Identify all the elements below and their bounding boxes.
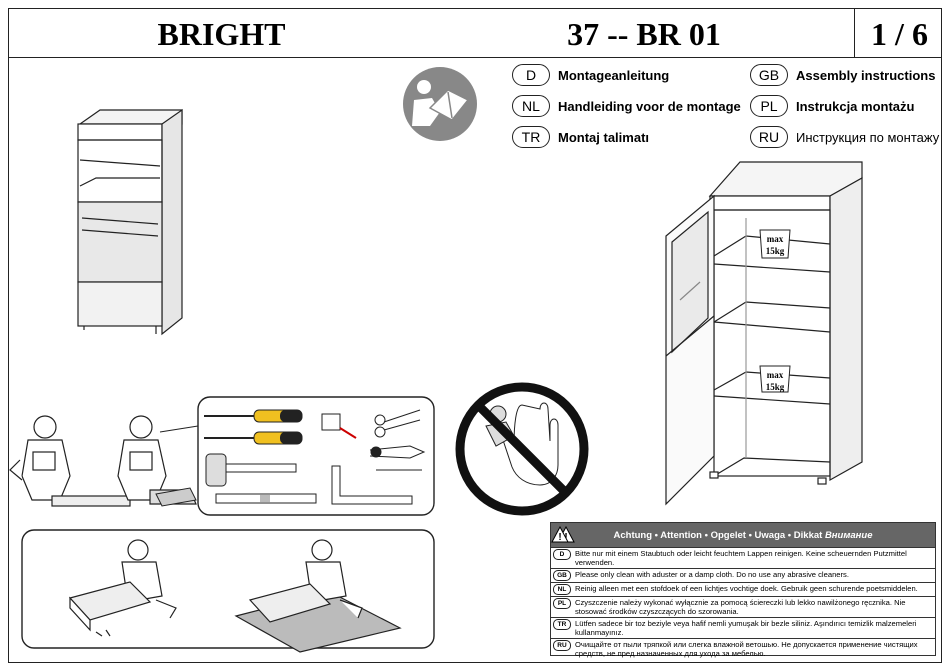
- no-children-sign: [455, 382, 589, 516]
- svg-text:max: max: [767, 370, 784, 380]
- shelf-load-tag-upper: max 15kg: [759, 229, 791, 259]
- toolbox-icon: [155, 487, 197, 507]
- two-workers-illustration: [9, 415, 197, 507]
- pliers-icon: [369, 445, 426, 459]
- svg-text:max: max: [767, 234, 784, 244]
- cabinet-open-illustration: [665, 161, 863, 506]
- mallet-icon: [205, 453, 297, 487]
- scissors-icon: [374, 409, 421, 438]
- phillips-screwdriver-icon: [204, 431, 303, 445]
- care-warning-box: ! Achtung • Attention • Opgelet • Uwaga …: [550, 522, 936, 659]
- product-title: BRIGHT: [157, 16, 286, 52]
- shelf-load-tag-lower: max 15kg: [759, 365, 791, 393]
- worker-floor-illustration: [68, 539, 177, 637]
- page-number: 1 / 6: [854, 9, 944, 57]
- svg-text:15kg: 15kg: [766, 246, 785, 256]
- header-bar: BRIGHT 37 -- BR 01 1 / 6: [9, 9, 941, 58]
- tape-measure-icon: [321, 413, 357, 439]
- instruction-page: BRIGHT 37 -- BR 01 1 / 6: [8, 8, 942, 663]
- product-code: 37 -- BR 01: [567, 16, 721, 52]
- set-square-icon: [331, 465, 413, 505]
- tools-panel: [155, 396, 435, 516]
- cabinet-front-illustration: [77, 108, 183, 336]
- screwdriver-icon: [204, 409, 303, 423]
- read-manual-icon: [403, 67, 477, 141]
- warning-header: ! Achtung • Attention • Opgelet • Uwaga …: [551, 523, 935, 547]
- worker-carpet-illustration: [234, 539, 402, 653]
- warning-icon: !: [551, 526, 569, 543]
- svg-text:15kg: 15kg: [766, 382, 785, 392]
- spirit-level-icon: [215, 493, 317, 504]
- svg-text:!: !: [558, 532, 561, 543]
